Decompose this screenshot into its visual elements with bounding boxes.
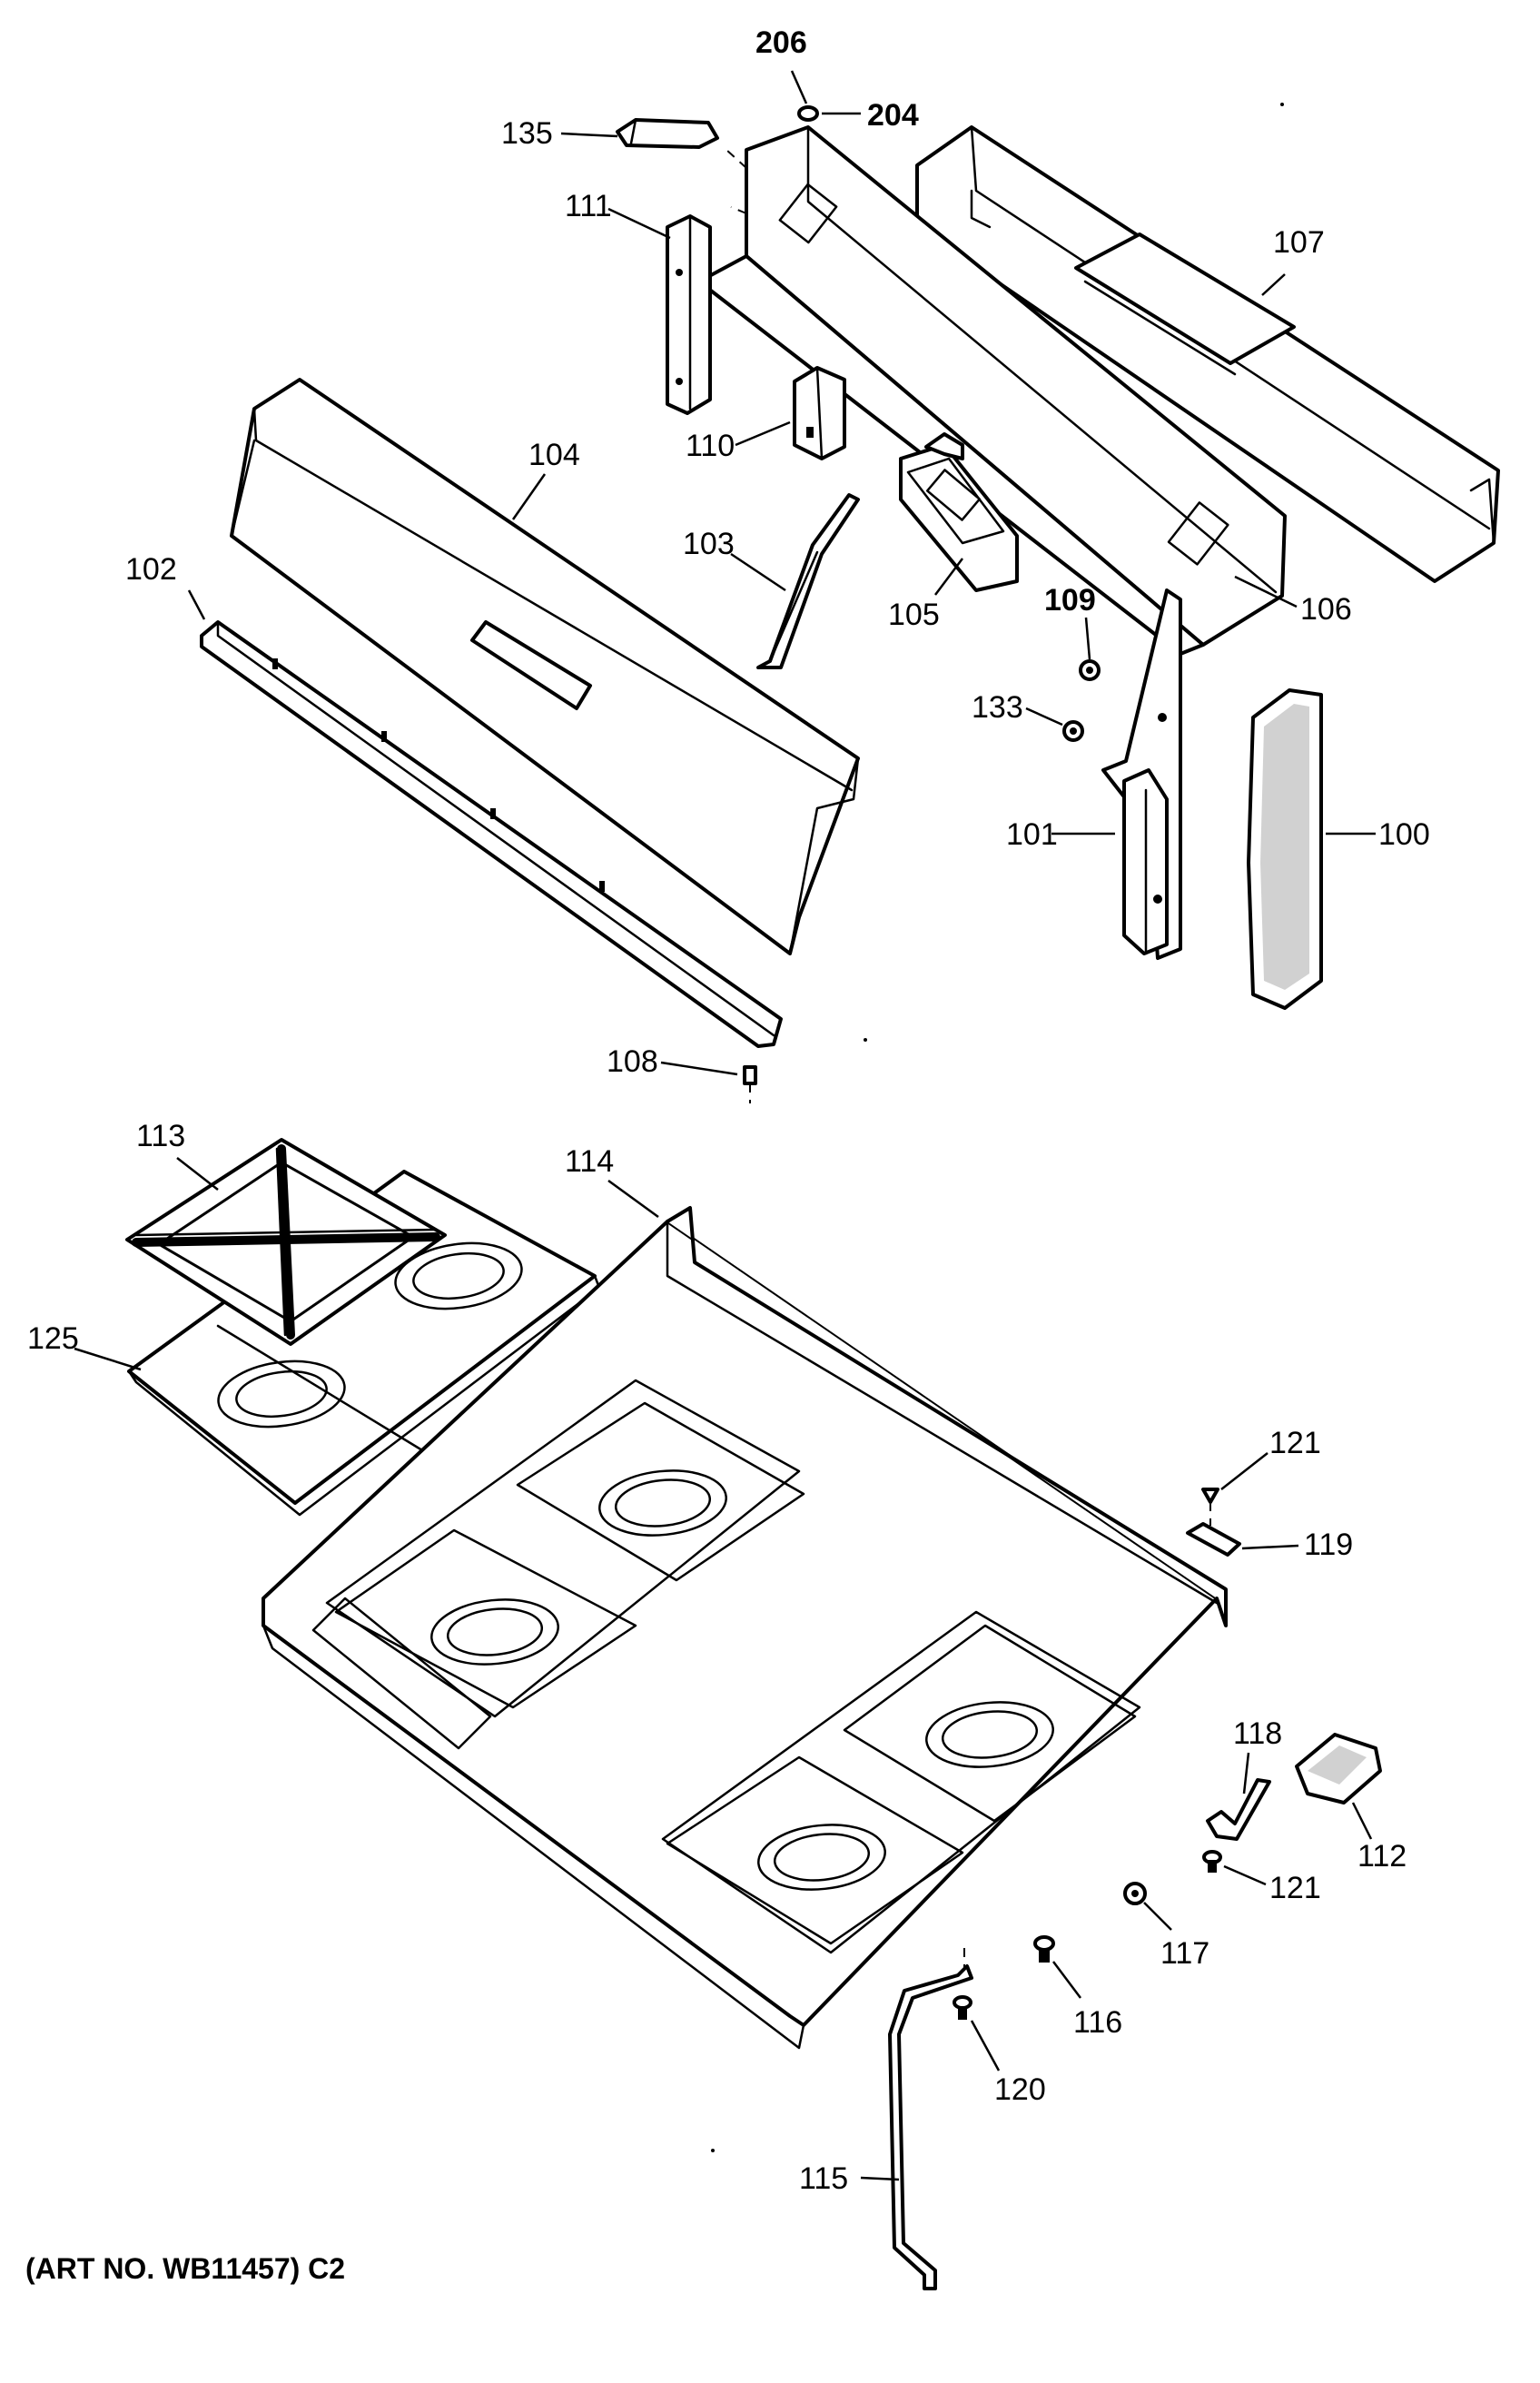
- label-121-top: 121: [1269, 1426, 1321, 1460]
- part-204-screw: [797, 105, 819, 122]
- label-113: 113: [136, 1119, 185, 1153]
- part-135-bracket: [616, 118, 719, 149]
- part-113-grate: [125, 1138, 447, 1346]
- label-118: 118: [1233, 1716, 1282, 1751]
- label-109: 109: [1044, 583, 1096, 618]
- label-117: 117: [1160, 1936, 1209, 1971]
- part-100-side-panel: [1247, 688, 1323, 1010]
- label-100: 100: [1378, 817, 1430, 852]
- part-119-hinge: [1186, 1522, 1241, 1557]
- label-115: 115: [799, 2161, 848, 2196]
- part-109-nut: [1079, 659, 1101, 681]
- part-116-fitting: [1033, 1935, 1055, 1963]
- label-121-bottom: 121: [1269, 1871, 1321, 1905]
- label-135: 135: [501, 116, 553, 151]
- label-111: 111: [565, 189, 612, 223]
- label-104: 104: [528, 438, 580, 472]
- part-111-side-bracket: [666, 214, 712, 415]
- part-115-rod: [888, 1948, 973, 2290]
- label-112: 112: [1357, 1839, 1407, 1874]
- part-121-screw-bottom: [1202, 1850, 1222, 1873]
- label-119: 119: [1304, 1528, 1353, 1562]
- part-121-screw-top: [1201, 1488, 1219, 1526]
- part-labels: 206 204 135 111 107 104 110 102 103 105 …: [27, 25, 1430, 2196]
- part-120-screw: [953, 1995, 972, 2020]
- part-105-clock-timer: [899, 432, 1019, 592]
- label-125: 125: [27, 1321, 79, 1356]
- part-104-control-panel: [230, 378, 860, 955]
- label-108: 108: [607, 1044, 658, 1079]
- part-118-clip: [1206, 1778, 1271, 1841]
- part-108-screw: [743, 1065, 757, 1103]
- label-105: 105: [888, 598, 940, 632]
- label-102: 102: [125, 552, 177, 587]
- label-114: 114: [565, 1144, 614, 1179]
- part-112-knob-bracket: [1295, 1733, 1382, 1805]
- part-133-nut: [1062, 720, 1084, 742]
- label-101: 101: [1006, 817, 1058, 852]
- label-110: 110: [686, 429, 735, 463]
- art-number: (ART NO. WB11457) C2: [25, 2252, 346, 2285]
- part-117-nut: [1123, 1882, 1147, 1905]
- label-107: 107: [1273, 225, 1325, 260]
- part-102-trim-strip: [200, 620, 783, 1048]
- part-101-side-bracket: [1101, 588, 1182, 960]
- label-103: 103: [683, 527, 735, 561]
- label-206: 206: [755, 25, 807, 60]
- part-103-rod-bracket: [756, 493, 860, 669]
- part-125-burner-tray: [127, 1170, 601, 1517]
- label-133: 133: [972, 690, 1023, 725]
- label-120: 120: [994, 2072, 1046, 2107]
- part-110-switch-box: [793, 366, 846, 460]
- label-116: 116: [1073, 2005, 1122, 2040]
- label-204: 204: [867, 98, 919, 133]
- part-107-vent-cover: [915, 125, 1500, 583]
- label-106: 106: [1300, 592, 1352, 627]
- part-114-cooktop: [262, 1206, 1228, 2050]
- leader-lines: [74, 70, 1376, 2181]
